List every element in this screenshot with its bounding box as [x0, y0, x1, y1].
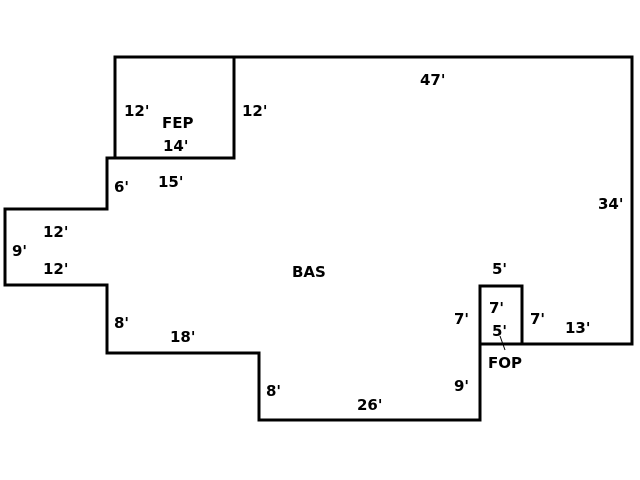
dim-fop-bottom-inner: 5'	[492, 322, 507, 340]
dim-top: 47'	[420, 71, 445, 89]
dim-bottom-right: 9'	[454, 377, 469, 395]
dim-bottom: 26'	[357, 396, 382, 414]
dim-lower-step: 18'	[170, 328, 195, 346]
dim-wing-top: 12'	[43, 223, 68, 241]
dim-lower-left: 8'	[114, 314, 129, 332]
dim-fep-right: 12'	[242, 102, 267, 120]
dim-right-bottom: 13'	[565, 319, 590, 337]
bas-outline	[3, 55, 634, 422]
fop-outline	[478, 284, 524, 346]
dim-fop-right: 7'	[530, 310, 545, 328]
dim-fep-left: 12'	[124, 102, 149, 120]
area-label-fop: FOP	[488, 354, 522, 372]
dim-fop-left-inner: 7'	[489, 299, 504, 317]
dim-fep-bottom: 14'	[163, 137, 188, 155]
dim-fop-top: 5'	[492, 260, 507, 278]
fep-outline	[113, 55, 236, 160]
dim-notch-left: 6'	[114, 178, 129, 196]
dim-right: 34'	[598, 195, 623, 213]
fop-leader-line	[499, 335, 506, 351]
dim-wing-bottom: 12'	[43, 260, 68, 278]
dim-wing-left: 9'	[12, 242, 27, 260]
dim-bottom-left: 8'	[266, 382, 281, 400]
area-label-fep: FEP	[162, 114, 194, 132]
dim-fop-left-outer: 7'	[454, 310, 469, 328]
area-label-bas: BAS	[292, 263, 326, 281]
dim-step-top: 15'	[158, 173, 183, 191]
